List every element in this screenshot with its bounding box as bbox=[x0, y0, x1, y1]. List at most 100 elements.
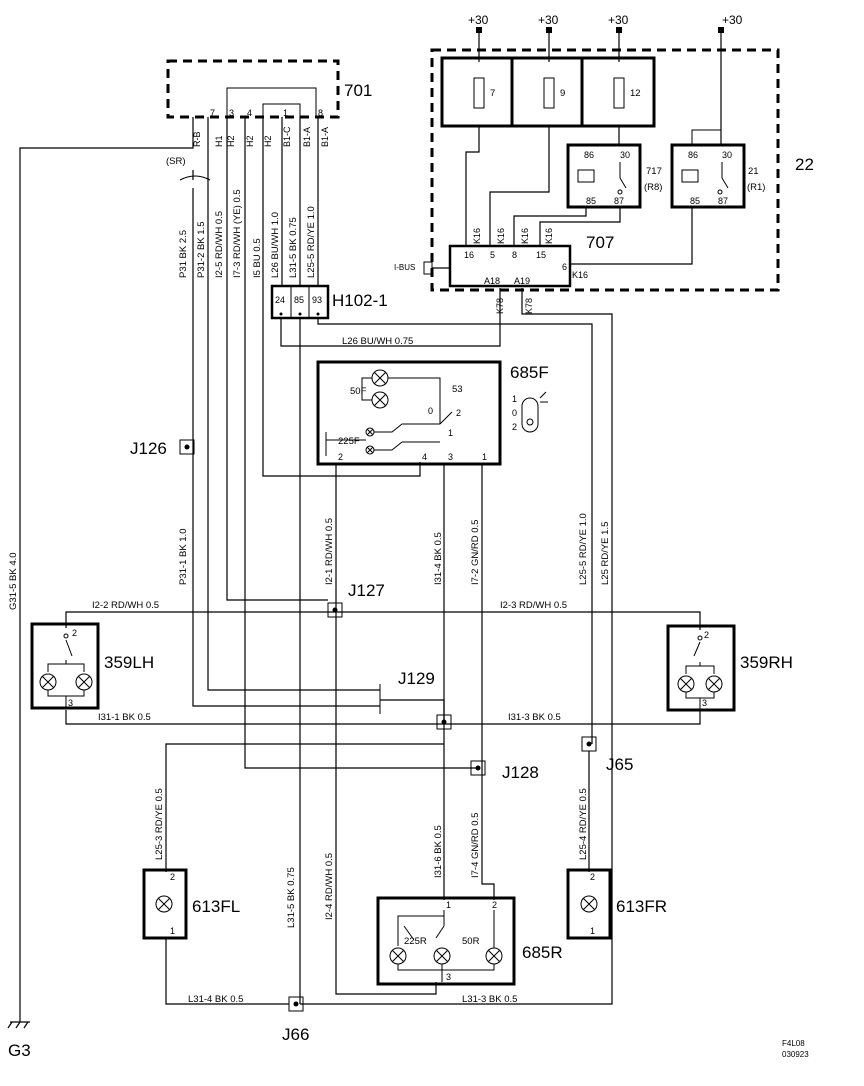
supply-label-3: +30 bbox=[608, 13, 629, 27]
wire-l314: L31-4 BK 0.5 bbox=[188, 994, 243, 1005]
pin707-5: 5 bbox=[490, 250, 495, 260]
h102-93: 93 bbox=[312, 295, 322, 305]
wires-685f: I2-1 RD/WH 0.5 I31-4 BK 0.5 I7-2 GN/RD 0… bbox=[178, 464, 611, 995]
r21-30: 30 bbox=[722, 150, 732, 160]
pinnum-3: 3 bbox=[229, 108, 234, 118]
label-613fr: 613FR bbox=[616, 897, 667, 916]
f685-p1b: 1 bbox=[482, 452, 487, 462]
r21-86: 86 bbox=[688, 150, 698, 160]
pinnum-8: 8 bbox=[318, 108, 323, 118]
pin-b1c: B1-C bbox=[282, 126, 292, 147]
wire-i311: I31-1 BK 0.5 bbox=[98, 712, 151, 723]
k16-5: K16 bbox=[572, 270, 588, 280]
sw-0: 0 bbox=[512, 408, 517, 418]
pin-a18: A18 bbox=[484, 276, 500, 286]
wire-l315b: L31-5 BK 0.75 bbox=[286, 867, 297, 928]
label-j127: J127 bbox=[348, 581, 385, 600]
label-359rh: 359RH bbox=[740, 653, 793, 672]
k16-2: K16 bbox=[496, 228, 506, 244]
fr-p2: 2 bbox=[590, 872, 595, 882]
wire-i23: I2-3 RD/WH 0.5 bbox=[500, 600, 567, 611]
wire-p312: P31-2 BK 1.5 bbox=[196, 221, 207, 278]
r21-87: 87 bbox=[718, 196, 728, 206]
label-685r: 685R bbox=[522, 943, 563, 962]
k16-4: K16 bbox=[544, 228, 554, 244]
r685-p1: 1 bbox=[446, 900, 451, 910]
label-21-sub: (R1) bbox=[747, 182, 765, 193]
r717-86: 86 bbox=[584, 150, 594, 160]
switch-685f: 685F 50F 53 225F 0 2 1 2 4 3 1 1 0 2 bbox=[316, 360, 549, 466]
pin-h2a: H2 bbox=[226, 135, 236, 147]
wire-l253: L25-3 RD/YE 0.5 bbox=[154, 788, 165, 860]
wire-l254: L25-4 RD/YE 0.5 bbox=[578, 788, 589, 860]
label-j128: J128 bbox=[502, 763, 539, 782]
wire-l25: L25 RD/YE 1.5 bbox=[600, 522, 611, 585]
wire-p311: P31-1 BK 1.0 bbox=[178, 528, 189, 585]
f685-p1: 1 bbox=[448, 428, 453, 438]
label-22: 22 bbox=[795, 155, 814, 174]
label-21: 21 bbox=[748, 166, 759, 177]
k16-3: K16 bbox=[520, 228, 530, 244]
label-707: 707 bbox=[586, 233, 614, 252]
wire-l255: L25-5 RD/YE 1.0 bbox=[306, 206, 317, 278]
h102-24: 24 bbox=[275, 295, 285, 305]
wires-middle: I2-2 RD/WH 0.5 I2-3 RD/WH 0.5 I31-1 BK 0… bbox=[65, 600, 701, 872]
wire-i72: I7-2 GN/RD 0.5 bbox=[470, 520, 481, 585]
fuse-9: 9 bbox=[560, 88, 565, 99]
pin707-6: 6 bbox=[562, 262, 567, 272]
lamp-613fl: 613FL 2 1 L25-3 RD/YE 0.5 L31-4 BK 0.5 L… bbox=[142, 788, 297, 1005]
r717-87: 87 bbox=[614, 196, 624, 206]
wire-i74: I7-4 GN/RD 0.5 bbox=[470, 813, 481, 878]
wire-l315: L31-5 BK 0.75 bbox=[288, 217, 299, 278]
pin-a19: A19 bbox=[514, 276, 530, 286]
lh-p3: 3 bbox=[68, 698, 73, 708]
k16-1: K16 bbox=[472, 228, 482, 244]
label-225f: 225F bbox=[338, 436, 360, 447]
wire-l26v: L26 BU/WH 1.0 bbox=[270, 212, 281, 278]
label-613fl: 613FL bbox=[192, 897, 240, 916]
pin-b1a2: B1-A bbox=[320, 127, 330, 147]
lamp-359lh: 359LH 2 3 bbox=[30, 622, 154, 710]
r685-p3: 3 bbox=[446, 972, 451, 982]
supply-label-2: +30 bbox=[538, 13, 559, 27]
wire-i25: I2-5 RD/WH 0.5 bbox=[214, 211, 225, 278]
switch-685r: 685R 1 2 3 225R 50R I2-4 RD/WH 0.5 I31-6… bbox=[324, 813, 563, 986]
f685-p2b: 2 bbox=[338, 452, 343, 462]
wire-l313: L31-3 BK 0.5 bbox=[462, 994, 517, 1005]
wire-i73: I7-3 RD/WH (YE) 0.5 bbox=[232, 189, 243, 278]
sw-2: 2 bbox=[512, 422, 517, 432]
supply-label-1: +30 bbox=[468, 13, 489, 27]
supply-terminals: +30 +30 +30 +30 bbox=[468, 13, 743, 146]
f685-p3: 3 bbox=[448, 452, 453, 462]
footer-code-1: F4L08 bbox=[782, 1039, 805, 1048]
pin-b1a: B1-A bbox=[302, 127, 312, 147]
label-685f: 685F bbox=[510, 363, 549, 382]
wire-i316: I31-6 BK 0.5 bbox=[433, 825, 444, 878]
label-ibus: I-BUS bbox=[394, 263, 415, 272]
wire-i314: I31-4 BK 0.5 bbox=[433, 532, 444, 585]
wire-i22: I2-2 RD/WH 0.5 bbox=[92, 600, 159, 611]
label-225r: 225R bbox=[404, 936, 427, 947]
wires-701: P31 BK 2.5 P31-2 BK 1.5 I2-5 RD/WH 0.5 I… bbox=[8, 117, 613, 1022]
label-359lh: 359LH bbox=[104, 653, 154, 672]
wire-l26h: L26 BU/WH 0.75 bbox=[342, 336, 413, 347]
fuse-box-22: 22 7 9 12 86 30 85 87 717 (R8) 86 30 85 … bbox=[394, 48, 814, 292]
rh-p3: 3 bbox=[702, 698, 707, 708]
k78-a: K78 bbox=[495, 298, 505, 314]
k78-b: K78 bbox=[524, 298, 534, 314]
sw-1: 1 bbox=[512, 394, 517, 404]
ground-g3: G3 bbox=[7, 1021, 31, 1060]
lamp-359rh: 359RH 2 3 bbox=[666, 624, 793, 712]
label-717: 717 bbox=[646, 166, 662, 177]
label-j129: J129 bbox=[398, 669, 435, 688]
label-701: 701 bbox=[344, 81, 372, 100]
label-50f: 50F bbox=[350, 386, 367, 397]
lh-p2: 2 bbox=[72, 628, 77, 638]
wire-p31: P31 BK 2.5 bbox=[178, 230, 189, 278]
pin-h1: H1 bbox=[214, 135, 224, 147]
pin707-15: 15 bbox=[536, 250, 546, 260]
pin-h2c: H2 bbox=[263, 135, 273, 147]
pin707-8: 8 bbox=[512, 250, 517, 260]
wire-i5: I5 BU 0.5 bbox=[252, 238, 263, 278]
wire-i24: I2-4 RD/WH 0.5 bbox=[324, 853, 335, 920]
